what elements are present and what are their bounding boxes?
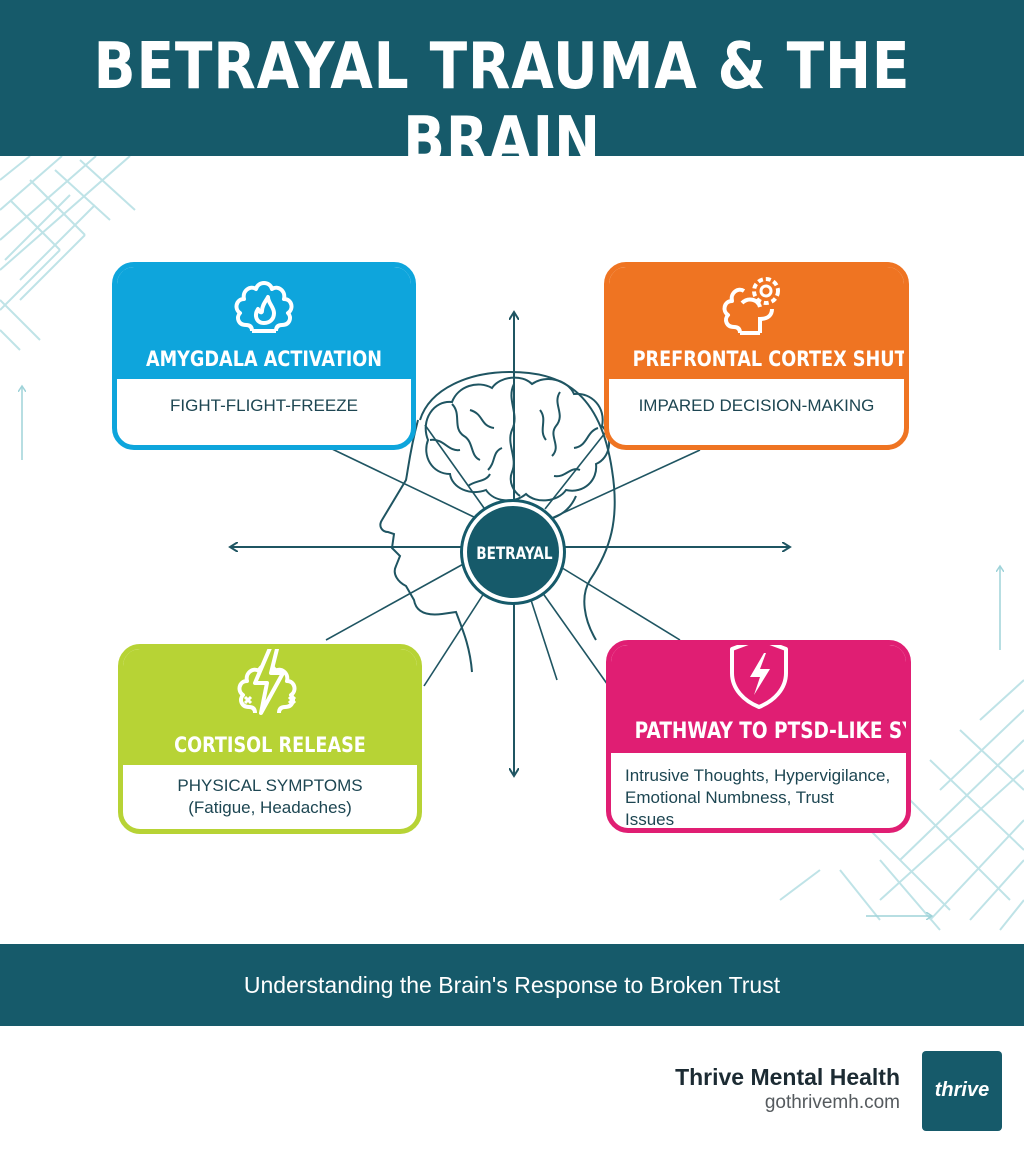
maze-pattern-top-left: [0, 155, 136, 351]
card-amygdala-activation: AMYGDALA ACTIVATION FIGHT-FLIGHT-FREEZE: [112, 262, 416, 450]
card-header: PATHWAY TO PTSD-LIKE SYMPTOMS: [611, 645, 906, 753]
card-body: PHYSICAL SYMPTOMS (Fatigue, Headaches): [123, 765, 417, 829]
card-title: PREFRONTAL CORTEX SHUTDOWN: [632, 347, 907, 371]
body-line: IMPARED DECISION-MAKING: [638, 396, 875, 415]
card-header: CORTISOL RELEASE: [123, 649, 417, 765]
card-body: IMPARED DECISION-MAKING: [609, 379, 904, 445]
page-title: BETRAYAL TRAUMA & THE BRAIN: [93, 30, 911, 178]
brand-url: gothrivemh.com: [764, 1092, 900, 1113]
brain-gear-icon: [722, 277, 780, 335]
center-node-betrayal: BETRAYAL: [463, 502, 563, 602]
center-label: BETRAYAL: [476, 544, 553, 564]
card-title: AMYGDALA ACTIVATION: [145, 347, 383, 371]
card-body: Intrusive Thoughts, Hypervigilance, Emot…: [611, 753, 906, 828]
brain-icon: [424, 376, 611, 521]
brand-logo: thrive: [922, 1051, 1002, 1131]
body-line: (Fatigue, Headaches): [188, 798, 352, 817]
card-cortisol-release: CORTISOL RELEASE PHYSICAL SYMPTOMS (Fati…: [118, 644, 422, 834]
card-header: AMYGDALA ACTIVATION: [117, 267, 411, 379]
card-title: CORTISOL RELEASE: [174, 733, 366, 757]
brand-logo-text: thrive: [934, 1079, 990, 1101]
card-prefrontal-cortex-shutdown: PREFRONTAL CORTEX SHUTDOWN IMPARED DECIS…: [604, 262, 909, 450]
body-line: PHYSICAL SYMPTOMS: [177, 776, 363, 795]
card-pathway-to-ptsd: PATHWAY TO PTSD-LIKE SYMPTOMS Intrusive …: [606, 640, 911, 833]
body-line: Issues: [625, 810, 675, 829]
connector-rays: [325, 424, 701, 689]
footer-tagline: Understanding the Brain's Response to Br…: [243, 972, 781, 998]
body-line: Emotional Numbness, Trust: [625, 788, 834, 807]
shield-lightning-icon: [729, 645, 788, 709]
head-outline: [379, 419, 473, 673]
card-title: PATHWAY TO PTSD-LIKE SYMPTOMS: [634, 719, 906, 744]
brain-flame-icon: [234, 281, 294, 333]
brain-lightning-icon: [237, 649, 297, 715]
card-body: FIGHT-FLIGHT-FREEZE: [117, 379, 411, 445]
card-header: PREFRONTAL CORTEX SHUTDOWN: [609, 267, 904, 379]
head-back: [583, 469, 616, 641]
header-banner: BETRAYAL TRAUMA & THE BRAIN: [0, 0, 1024, 178]
brand-name: Thrive Mental Health: [675, 1064, 900, 1090]
footer-banner: Understanding the Brain's Response to Br…: [0, 944, 1024, 1026]
body-line: Intrusive Thoughts, Hypervigilance,: [625, 766, 891, 785]
body-line: FIGHT-FLIGHT-FREEZE: [170, 396, 358, 415]
